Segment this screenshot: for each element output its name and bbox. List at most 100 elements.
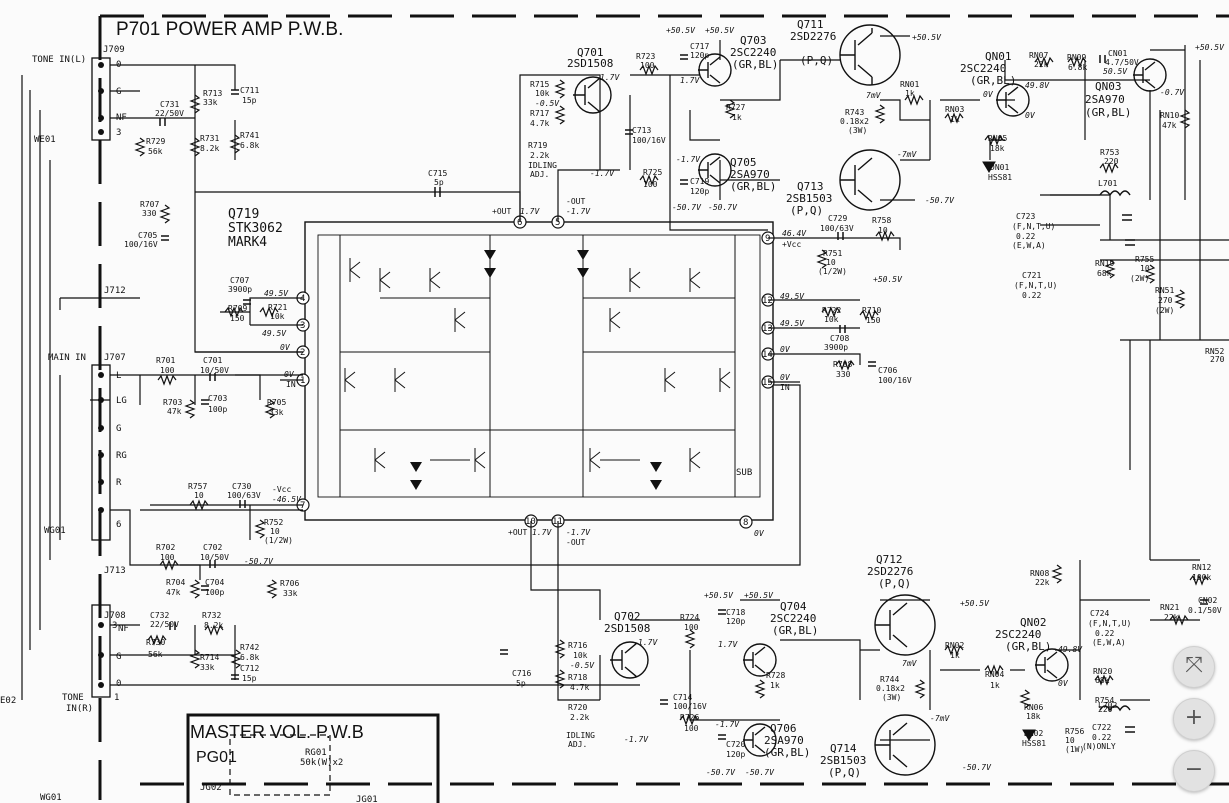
board-outline — [98, 14, 1229, 800]
c723-val: 0.22 — [1016, 232, 1035, 241]
ic-pin-2: 2 — [300, 348, 305, 358]
rn05-ref: RN05 — [988, 134, 1007, 143]
rn20-val: 68k — [1095, 676, 1110, 685]
c704-ref: C704 — [205, 578, 224, 587]
c701-val: 10/50V — [200, 366, 229, 375]
rg01-label: RG01 — [305, 748, 327, 758]
cn02-val: 0.1/50V — [1188, 606, 1222, 615]
r742-ref: R742 — [240, 643, 259, 652]
rn03-ref: RN03 — [945, 105, 964, 114]
c708-ref: C708 — [830, 334, 849, 343]
ic-pin-9: 9 — [765, 234, 770, 244]
v-p505-1: +50.5V — [666, 26, 696, 35]
r744-val: 0.18x2 — [876, 684, 905, 693]
r741-ref: R741 — [240, 131, 259, 140]
wg01-label: WG01 — [44, 526, 66, 536]
fntu-label-bottom: (F,N,T,U) — [1088, 619, 1131, 628]
ic-q719-ref: Q719 — [228, 207, 259, 222]
r753-val: 220 — [1104, 157, 1119, 166]
r703-val: 47k — [167, 407, 182, 416]
j707-pin-lg: LG — [116, 396, 127, 406]
vcc-label: +Vcc — [782, 240, 801, 249]
v-m507-6: -50.7V — [745, 768, 775, 777]
zoom-in-button[interactable]: + — [1173, 698, 1215, 740]
v-m507-5: -50.7V — [706, 768, 736, 777]
ic-internal-circuit — [339, 235, 736, 497]
jg02-label: JG02 — [200, 783, 222, 793]
r751-ref: R751 — [823, 249, 842, 258]
rn02-val: 1k — [950, 651, 960, 660]
c705-val: 100/16V — [124, 240, 158, 249]
c702-val: 10/50V — [200, 553, 229, 562]
c707-val: 3900p — [228, 285, 252, 294]
rn07-val: 22k — [1034, 60, 1049, 69]
rn09-ref: RN09 — [1067, 53, 1086, 62]
v-p17-5: 1.7V — [638, 638, 658, 647]
q702-ref: Q702 — [614, 610, 641, 623]
v-p498-1: 49.8V — [1025, 81, 1050, 90]
c706-ref: C706 — [878, 366, 897, 375]
ic-internal-diodes — [410, 250, 662, 490]
j709-label: J709 — [103, 45, 125, 55]
c711-val: 15p — [242, 96, 257, 105]
rg01-value: 50k(W)x2 — [300, 758, 343, 768]
qn03-grade: (GR,BL) — [1085, 106, 1131, 119]
r755-ref: R755 — [1135, 255, 1154, 264]
ewa-label-bottom: (E,W,A) — [1092, 638, 1126, 647]
c730-ref: C730 — [232, 482, 251, 491]
c711-ref: C711 — [240, 86, 259, 95]
c724-ref: C724 — [1090, 609, 1109, 618]
r704-val: 47k — [166, 588, 181, 597]
q713-ref: Q713 — [797, 180, 824, 193]
r701-val: 100 — [160, 366, 175, 375]
fntu-label-mid: (F,N,T,U) — [1014, 281, 1057, 290]
r706-val: 33k — [283, 589, 298, 598]
v-p17-1: 1.7V — [600, 73, 620, 82]
v-m05-2: -0.5V — [570, 661, 595, 670]
r754-ref: R754 — [1095, 696, 1114, 705]
out-plus-bottom: +OUT — [508, 528, 527, 537]
r703-ref: R703 — [163, 398, 182, 407]
r720-ref: R720 — [568, 703, 587, 712]
rn02-ref: RN02 — [945, 641, 964, 650]
ic-pin-8: 8 — [743, 518, 748, 528]
r727-val: 1k — [732, 113, 742, 122]
qn03-ref: QN03 — [1095, 80, 1122, 93]
c712-ref: C712 — [240, 664, 259, 673]
qn02-ref: QN02 — [1020, 616, 1047, 629]
idling-label-top: IDLING — [528, 161, 557, 170]
c707-ref: C707 — [230, 276, 249, 285]
q714-ref: Q714 — [830, 742, 857, 755]
v-p505-5: +50.5V — [1195, 43, 1225, 52]
rn06-ref: RN06 — [1024, 703, 1043, 712]
q703-ref: Q703 — [740, 34, 767, 47]
r710-val: 150 — [866, 316, 881, 325]
c703-ref: C703 — [208, 394, 227, 403]
fit-to-screen-button[interactable]: ⤧ — [1173, 646, 1215, 688]
zoom-out-button[interactable]: − — [1173, 750, 1215, 792]
v-p505-3: +50.5V — [912, 33, 942, 42]
v-m7mv-1: -7mV — [897, 150, 917, 159]
q712-part: 2SD2276 — [867, 565, 913, 578]
j709-pin-3: 3 — [116, 128, 121, 138]
v-p498-2: 49.8V — [1058, 645, 1083, 654]
r722-val: 10k — [824, 315, 839, 324]
v-in-1: IN — [286, 380, 296, 389]
capacitor-symbols — [159, 54, 1208, 740]
q713-grade: (P,Q) — [790, 204, 823, 217]
master-vol-title: MASTER VOL. P.W.B — [190, 722, 364, 742]
rn10-val: 47k — [1162, 121, 1177, 130]
v-p17-3: 1.7V — [520, 207, 540, 216]
c720-ref: C720 — [726, 740, 745, 749]
r708-ref: R708 — [833, 360, 852, 369]
j708-pin-1: 1 — [114, 693, 119, 703]
q705-grade: (GR,BL) — [730, 180, 776, 193]
v-p495-1: 49.5V — [264, 289, 289, 298]
r719-val: 2.2k — [530, 151, 549, 160]
r754-val: 220 — [1098, 705, 1113, 714]
r728-ref: R728 — [766, 671, 785, 680]
c729-ref: C729 — [828, 214, 847, 223]
r708-val: 330 — [836, 370, 851, 379]
rn03-val: 1k — [950, 115, 960, 124]
ic-pin-4: 4 — [300, 294, 305, 304]
